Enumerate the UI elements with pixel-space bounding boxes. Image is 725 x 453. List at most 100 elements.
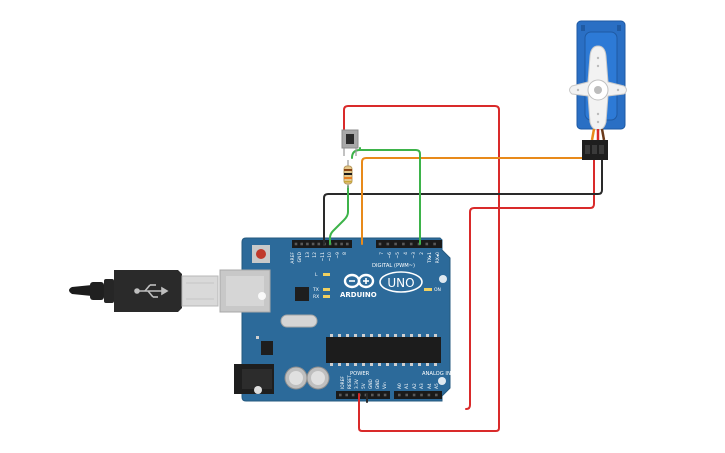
uno-badge [379, 271, 423, 293]
led-rx-label: RX [313, 294, 319, 300]
power-header-label: POWER [350, 371, 370, 377]
header-pin-hole[interactable] [294, 242, 298, 246]
wire-black-gnd-servo[interactable] [323, 157, 603, 245]
servo-horn[interactable] [569, 45, 627, 131]
header-pin-hole[interactable] [339, 393, 342, 397]
atmega-microcontroller [326, 337, 441, 363]
pin-label-aref: AREF [290, 252, 296, 264]
reset-button-cap [256, 249, 266, 259]
wire-green-resistor[interactable] [329, 185, 349, 245]
pin-label-3: ~3 [411, 252, 417, 259]
pin-label-reset: RESET [347, 375, 353, 389]
pin-label-9: ~9 [335, 252, 341, 259]
usb-strain-relief-2 [104, 279, 114, 303]
analog-header [394, 391, 442, 399]
header-pin-hole[interactable] [378, 242, 382, 246]
digital-header-left [292, 240, 352, 248]
header-pin-hole[interactable] [409, 242, 413, 246]
header-pin-hole[interactable] [405, 393, 408, 397]
pin-label-gnd1: GND [368, 378, 374, 389]
pin-label-vin: Vin [382, 382, 388, 389]
pin-label-6: ~6 [387, 252, 393, 259]
digital-header-right [376, 240, 442, 248]
header-pin-hole[interactable] [377, 393, 380, 397]
header-pin-hole[interactable] [386, 242, 390, 246]
led-rx [323, 295, 330, 298]
led-on [424, 288, 432, 291]
header-pin-hole[interactable] [317, 242, 321, 246]
wire-green-button-pin2[interactable] [351, 149, 421, 245]
pin-label-5v: 5V [361, 383, 367, 389]
pin-label-gnd: GND [297, 251, 303, 262]
pin-label-2: 2 [419, 252, 425, 255]
header-pin-hole[interactable] [427, 393, 431, 397]
led-tx [323, 288, 330, 291]
analog-header-label: ANALOG IN [422, 371, 451, 377]
mounting-hole [438, 377, 446, 385]
pin-label-10: ~10 [327, 252, 333, 262]
header-pin-hole[interactable] [398, 393, 401, 397]
header-pin-hole[interactable] [364, 393, 368, 397]
header-pin-hole[interactable] [300, 242, 303, 246]
header-pin-hole[interactable] [334, 242, 338, 246]
board-brand-label: ARDUINO [340, 291, 377, 299]
mounting-hole [254, 386, 262, 394]
header-pin-hole[interactable] [425, 242, 429, 246]
servo-lead-ground [600, 128, 606, 141]
header-pin-hole[interactable] [435, 393, 438, 397]
pin-label-tx1: TX▸1 [427, 252, 433, 264]
usb-cable[interactable] [69, 270, 219, 312]
resistor[interactable] [343, 160, 353, 188]
usb-strain-relief [90, 282, 104, 300]
pin-label-5: ~5 [395, 252, 401, 259]
mounting-hole [258, 292, 266, 300]
header-pin-hole[interactable] [420, 393, 423, 397]
board-model-label: UNO [387, 276, 414, 290]
pin-label-a0: A0 [397, 383, 403, 389]
pin-label-a3: A3 [419, 383, 425, 389]
pin-label-gnd2: GND [375, 378, 381, 389]
usb-icon [134, 284, 169, 298]
pin-label-a2: A2 [412, 383, 418, 389]
header-pin-hole[interactable] [346, 242, 349, 246]
micro-servo[interactable] [569, 20, 627, 160]
mounting-hole [439, 275, 447, 283]
pin-label-a1: A1 [404, 383, 410, 389]
usb-cable-tail [69, 285, 92, 296]
pin-label-a5: A5 [434, 383, 440, 389]
wire-red-5v-servo[interactable] [343, 105, 500, 432]
header-pin-hole[interactable] [371, 393, 374, 397]
pin-label-7: 7 [379, 252, 385, 255]
led-tx-label: TX [312, 287, 319, 293]
crystal-oscillator [280, 314, 318, 328]
arduino-uno-board[interactable]: ARDUINO UNO L TX RX ON AREF GND 13 12 ~1… [219, 237, 451, 402]
header-pin-hole[interactable] [311, 242, 315, 246]
usb-metal-shell [181, 275, 219, 307]
header-pin-hole[interactable] [340, 242, 343, 246]
header-pin-hole[interactable] [433, 242, 436, 246]
digital-header-label: DIGITAL (PWM~) [372, 263, 415, 269]
pin-label-11: ~11 [320, 252, 326, 262]
header-pin-hole[interactable] [394, 242, 397, 246]
wire-red-servo-power[interactable] [465, 157, 595, 410]
header-pin-hole[interactable] [402, 242, 405, 246]
arduino-infinity-logo [343, 273, 375, 289]
power-header [336, 391, 390, 399]
led-l [323, 273, 330, 276]
header-pin-hole[interactable] [383, 393, 387, 397]
wire-orange-pin10-servo[interactable] [361, 157, 587, 245]
header-pin-hole[interactable] [345, 393, 348, 397]
pin-label-ioref: IOREF [340, 376, 346, 389]
servo-lead-signal [590, 128, 596, 141]
pin-label-8: 8 [342, 252, 348, 255]
header-pin-hole[interactable] [351, 393, 355, 397]
pin-label-13: 13 [305, 252, 311, 258]
header-pin-hole[interactable] [306, 242, 309, 246]
led-l-label: L [315, 272, 318, 278]
push-button[interactable] [341, 129, 359, 156]
pin-label-3v3: 3.3V [354, 379, 360, 389]
pin-label-a4: A4 [427, 383, 433, 389]
push-button-cap[interactable] [346, 134, 354, 144]
header-pin-hole[interactable] [412, 393, 416, 397]
